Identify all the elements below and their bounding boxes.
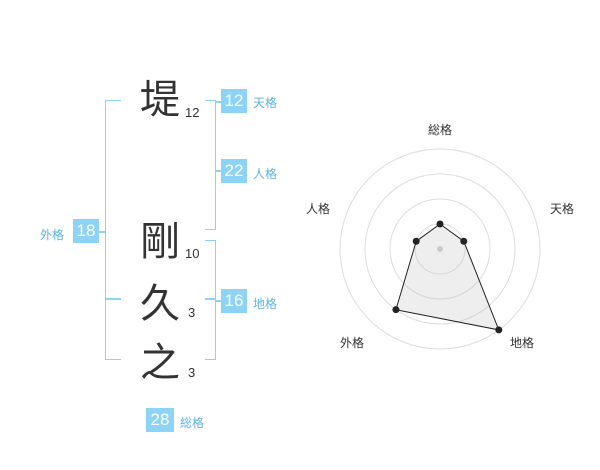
radar-ring [364, 173, 516, 325]
radar-axis-label-soukaku: 総格 [428, 123, 453, 137]
stroke-count-1: 12 [185, 105, 200, 120]
radar-ring [389, 198, 491, 300]
radar-ring [339, 148, 541, 350]
jinkaku-bracket-upper [205, 100, 216, 230]
soukaku-badge: 28 [146, 408, 174, 432]
radar-point-4 [392, 306, 400, 314]
jinkaku-badge: 22 [221, 159, 247, 183]
stroke-count-4: 3 [188, 365, 196, 380]
jinkaku-label: 人格 [253, 167, 278, 181]
gaikaku-label: 外格 [40, 228, 65, 242]
stroke-count-3: 3 [188, 305, 196, 320]
radar-axis-label-gaikaku: 外格 [340, 336, 365, 350]
name-char-3: 久 [140, 281, 180, 327]
name-char-1: 堤 [140, 77, 180, 123]
radar-point-1 [436, 220, 444, 228]
tenkaku-connector [216, 101, 222, 103]
chikaku-bracket-tick [205, 298, 216, 300]
jinkaku-connector [216, 170, 222, 172]
tenkaku-badge: 12 [221, 89, 247, 113]
tenkaku-label: 天格 [253, 96, 278, 110]
radar-center [437, 246, 443, 252]
radar-polygon [395, 223, 500, 331]
stroke-count-2: 10 [185, 246, 200, 261]
radar-axis-label-chikaku: 地格 [510, 336, 535, 350]
radar-axis-label-tenkaku: 天格 [550, 202, 575, 216]
chikaku-badge: 16 [221, 289, 247, 313]
gaikaku-bracket-connector [97, 231, 105, 233]
gaikaku-bracket-tick [105, 298, 121, 300]
gaikaku-bracket [105, 100, 121, 360]
name-char-2: 剛 [140, 219, 180, 265]
radar-point-2 [460, 237, 468, 245]
radar-point-3 [495, 326, 503, 334]
soukaku-label: 総格 [180, 416, 205, 430]
name-char-4: 之 [140, 340, 180, 386]
gaikaku-badge: 18 [73, 219, 99, 243]
chikaku-bracket-lower [205, 240, 216, 360]
chikaku-label: 地格 [253, 297, 278, 311]
radar-axis-label-jinkaku: 人格 [306, 202, 331, 216]
radar-point-5 [412, 237, 420, 245]
chikaku-connector [216, 300, 222, 302]
